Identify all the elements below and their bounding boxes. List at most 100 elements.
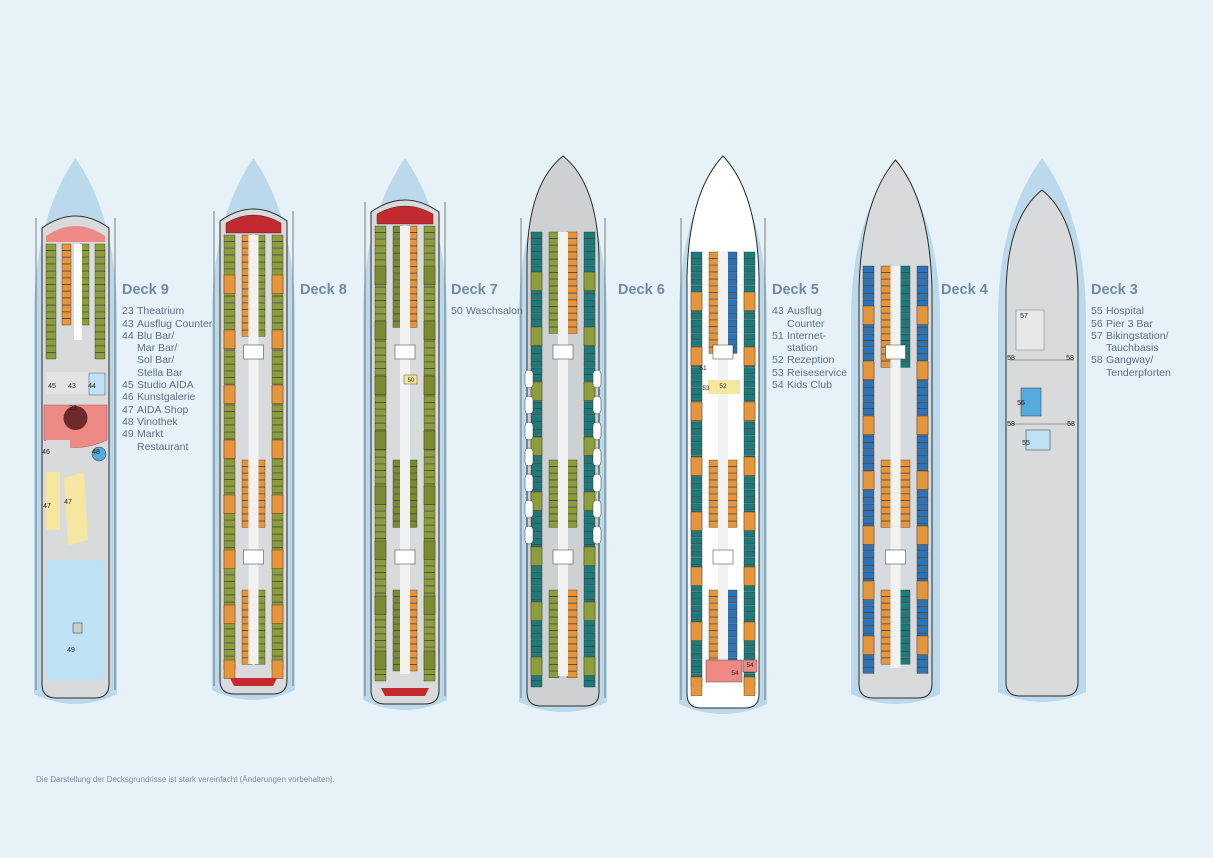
cabin bbox=[566, 231, 578, 239]
cabin bbox=[94, 291, 106, 298]
cabin bbox=[423, 409, 436, 416]
cabin bbox=[45, 318, 57, 326]
cabin bbox=[374, 450, 387, 457]
cabin bbox=[374, 341, 387, 348]
cabin bbox=[583, 299, 596, 307]
cabin bbox=[271, 513, 284, 521]
cabin bbox=[862, 435, 875, 443]
cabin bbox=[708, 473, 720, 480]
cabin bbox=[223, 316, 236, 323]
map-label: 58 bbox=[1007, 421, 1015, 428]
cabin bbox=[566, 293, 578, 300]
cabin bbox=[743, 511, 756, 531]
cabin bbox=[45, 277, 57, 285]
cabin bbox=[708, 466, 720, 474]
corridor bbox=[74, 244, 82, 340]
cabin bbox=[423, 640, 436, 648]
cabin bbox=[880, 286, 892, 293]
cabin bbox=[548, 231, 560, 239]
cabin bbox=[423, 246, 436, 253]
cabin bbox=[271, 568, 284, 575]
stairwell bbox=[552, 549, 574, 565]
cabin bbox=[899, 637, 911, 644]
cabin bbox=[423, 565, 436, 573]
cabin bbox=[94, 257, 106, 264]
cabin bbox=[271, 629, 284, 636]
cabin bbox=[271, 316, 284, 323]
cabin bbox=[880, 507, 892, 514]
deck-6-title: Deck 6 bbox=[618, 282, 665, 298]
cabin bbox=[726, 265, 738, 272]
stairwell bbox=[712, 549, 734, 565]
cabin bbox=[94, 305, 106, 312]
cabin bbox=[530, 313, 543, 320]
cabin bbox=[583, 680, 596, 688]
cabin bbox=[45, 311, 57, 319]
cabin bbox=[899, 320, 911, 327]
cabin bbox=[708, 644, 720, 651]
cabin bbox=[899, 514, 911, 521]
cabin bbox=[548, 487, 560, 494]
cabin bbox=[862, 517, 875, 524]
cabin bbox=[548, 286, 560, 293]
cabin bbox=[566, 637, 578, 644]
stairs bbox=[72, 622, 83, 634]
cabin bbox=[726, 473, 738, 480]
cabin bbox=[916, 599, 929, 606]
cabin bbox=[743, 401, 756, 421]
cabin bbox=[743, 387, 756, 395]
cabin bbox=[899, 333, 911, 341]
cabin bbox=[916, 619, 929, 626]
cabin bbox=[566, 644, 578, 651]
cabin bbox=[423, 511, 436, 518]
cabin bbox=[45, 264, 57, 271]
cabin bbox=[690, 653, 703, 660]
cabin bbox=[899, 644, 911, 651]
cabin bbox=[743, 449, 756, 456]
cabin bbox=[916, 525, 929, 545]
cabin bbox=[374, 409, 387, 416]
lifeboat bbox=[524, 447, 534, 467]
cabin bbox=[374, 531, 387, 539]
cabin bbox=[862, 660, 875, 667]
cabin bbox=[690, 340, 703, 347]
cabin bbox=[880, 333, 892, 341]
cabin bbox=[223, 636, 236, 643]
cabin bbox=[726, 299, 738, 306]
cabin bbox=[916, 510, 929, 518]
cabin bbox=[726, 617, 738, 624]
cabin bbox=[566, 286, 578, 293]
cabin bbox=[862, 327, 875, 334]
cabin bbox=[566, 252, 578, 259]
map-label: 56 bbox=[1017, 400, 1025, 407]
cabin bbox=[708, 610, 720, 617]
lifeboat bbox=[524, 395, 534, 415]
cabin bbox=[726, 637, 738, 644]
cabin bbox=[271, 604, 284, 624]
map-label: 54 bbox=[731, 670, 739, 677]
cabin bbox=[690, 612, 703, 619]
cabin bbox=[726, 630, 738, 638]
cabin bbox=[916, 395, 929, 402]
cabin bbox=[583, 354, 596, 361]
cabin bbox=[862, 395, 875, 402]
cabin bbox=[423, 253, 436, 260]
cabin bbox=[223, 549, 236, 569]
cabin bbox=[583, 326, 596, 346]
cabin bbox=[862, 612, 875, 620]
cabin bbox=[548, 514, 560, 521]
cabin bbox=[916, 463, 929, 470]
cabin bbox=[690, 374, 703, 381]
cabin bbox=[708, 623, 720, 631]
cabin bbox=[271, 411, 284, 419]
cabin bbox=[690, 449, 703, 456]
cabin bbox=[374, 355, 387, 362]
cabin bbox=[223, 262, 236, 269]
cabin bbox=[374, 395, 387, 403]
cabin bbox=[743, 374, 756, 381]
cabin bbox=[374, 320, 387, 340]
cabin bbox=[690, 598, 703, 606]
cabin bbox=[271, 302, 284, 310]
cabin bbox=[530, 347, 543, 354]
